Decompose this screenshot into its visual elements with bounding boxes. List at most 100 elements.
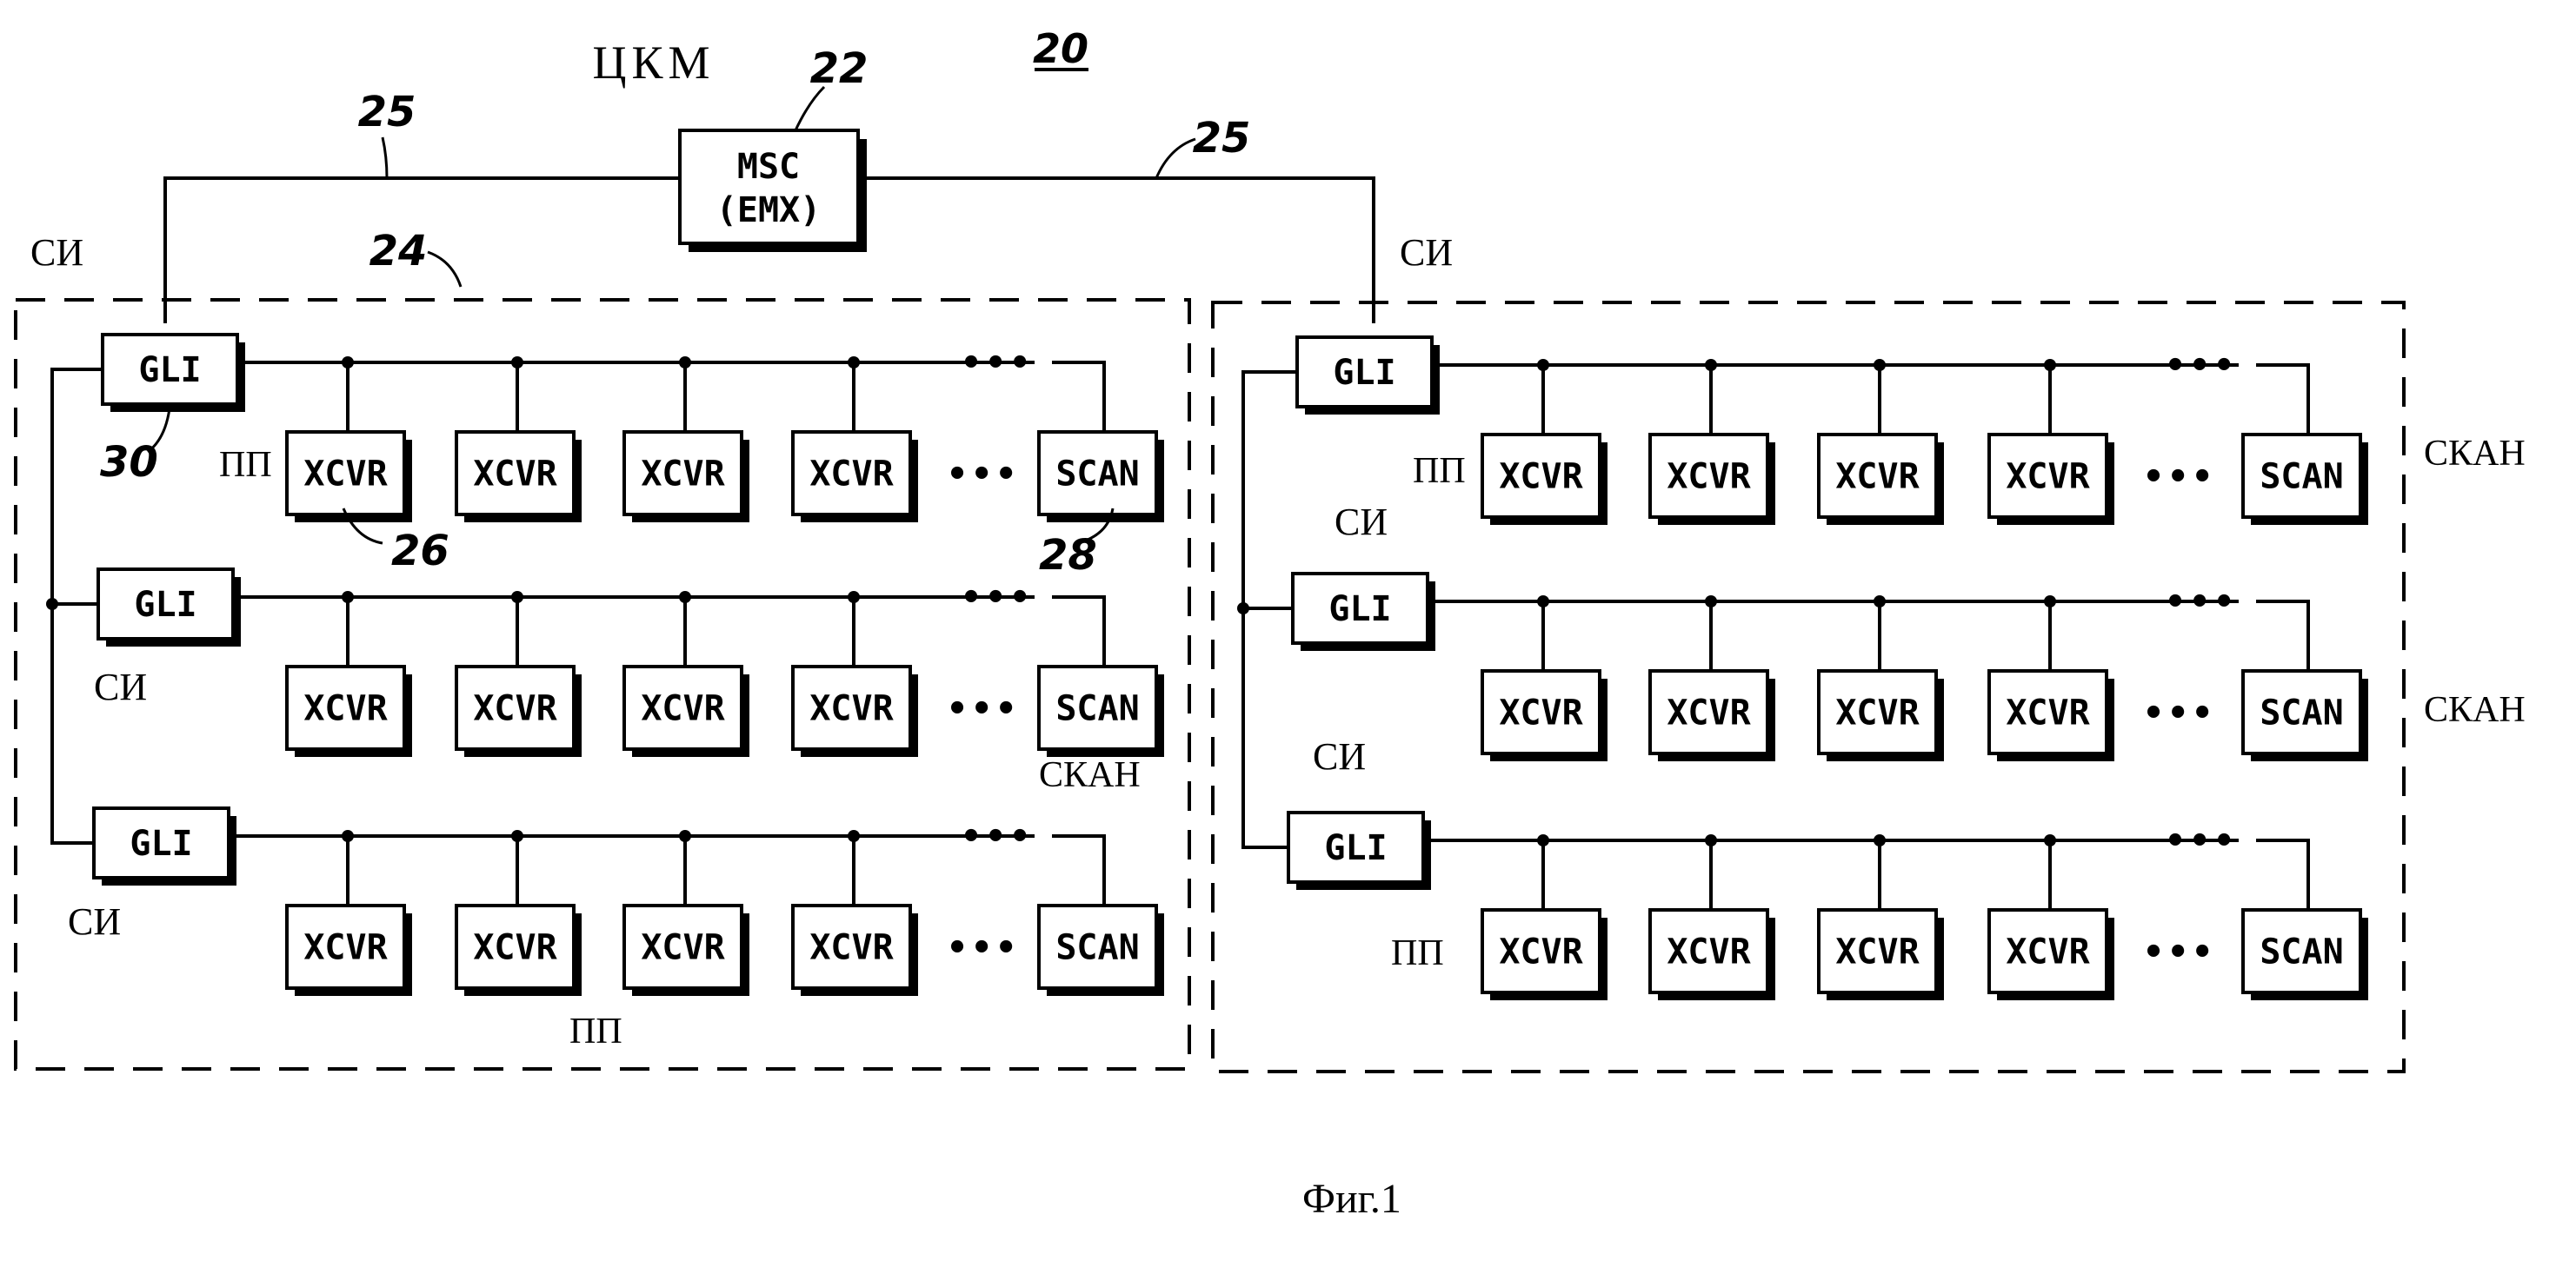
bus-end-right-2 [2256,601,2308,671]
ref-xcvr: 26 [391,527,449,575]
tap-left-2-3 [679,591,691,603]
link-ref-right: 25 [1193,114,1251,163]
xcvr-left-3-2-label: XCVR [473,928,557,968]
tap-left-2-1 [342,591,354,603]
msc-sublabel: (EMX) [716,190,821,230]
rows-layer: GLI ••• XCVR XCVR XCVR XCVR ••• SCAN GLI ••• XCVR X… [46,335,2526,1052]
xcvr-right-3-2-label: XCVR [1667,932,1751,972]
row-dots-left-1: ••• [947,455,1020,494]
scan-right-3-label: SCAN [2260,932,2343,972]
bus-end-right-1 [2256,365,2308,435]
center-ref-leader [795,87,824,130]
xcvr-right-2-2-label: XCVR [1667,694,1751,733]
scan-left-3-label: SCAN [1055,928,1139,968]
bus-end-right-3 [2256,840,2308,910]
xcvr-left-1-4-label: XCVR [809,455,894,494]
si-label-right-2: СИ [1335,501,1388,543]
tap-right-3-3 [1874,834,1886,846]
tap-left-2-2 [511,591,523,603]
figure-caption: Фиг.1 [1302,1176,1401,1222]
tap-left-1-1 [342,356,354,368]
scan-ru-label-right-1: СКАН [2424,434,2526,474]
scan-left-1-label: SCAN [1055,455,1139,494]
tap-right-3-1 [1537,834,1549,846]
trunk-left [52,369,103,843]
msc-box: MSC (EMX) [680,130,867,252]
xcvr-right-1-2-label: XCVR [1667,457,1751,497]
xcvr-right-3-1-label: XCVR [1499,932,1583,972]
tap-right-3-2 [1705,834,1717,846]
gli-left-2-label: GLI [134,585,196,625]
bus-dots-left-1: ••• [961,343,1034,383]
xcvr-right-3-4-label: XCVR [2006,932,2090,972]
xcvr-right-2-4-label: XCVR [2006,694,2090,733]
xcvr-left-2-3-label: XCVR [641,689,725,729]
tap-left-3-4 [848,830,860,842]
center-label: ЦКМ [592,37,715,89]
xcvr-left-2-2-label: XCVR [473,689,557,729]
tap-right-1-4 [2044,359,2056,371]
row-dots-right-2: ••• [2143,694,2216,733]
center-ref: 22 [810,44,869,93]
xcvr-right-2-3-label: XCVR [1835,694,1920,733]
tap-right-1-1 [1537,359,1549,371]
trunk-junction-left [46,598,58,610]
pp-label-left-3: ПП [569,1012,622,1052]
xcvr-left-1-3-label: XCVR [641,455,725,494]
gli-right-1-label: GLI [1333,353,1395,393]
link-ref-left: 25 [358,88,416,136]
bus-end-left-1 [1052,362,1104,432]
trunk-junction-right [1237,602,1249,614]
xcvr-left-3-4-label: XCVR [809,928,894,968]
tap-right-3-4 [2044,834,2056,846]
tap-right-2-4 [2044,595,2056,607]
figure-number: 20 [1033,25,1088,72]
xcvr-right-1-3-label: XCVR [1835,457,1920,497]
row-dots-right-1: ••• [2143,457,2216,497]
link-ref-left-leader [383,137,387,178]
xcvr-left-2-1-label: XCVR [303,689,388,729]
pp-label-right-1: ПП [1413,451,1466,491]
scan-right-1-label: SCAN [2260,457,2343,497]
tap-left-3-3 [679,830,691,842]
tap-left-1-4 [848,356,860,368]
bus-dots-right-2: ••• [2165,582,2238,622]
xcvr-right-2-1-label: XCVR [1499,694,1583,733]
scan-ru-label-right-2: СКАН [2424,690,2526,730]
group-ref-leader [428,252,461,287]
si-label-left-3: СИ [68,900,121,943]
xcvr-left-1-1-label: XCVR [303,455,388,494]
tap-right-2-1 [1537,595,1549,607]
scan-right-2-label: SCAN [2260,694,2343,733]
xcvr-right-1-1-label: XCVR [1499,457,1583,497]
bus-dots-left-2: ••• [961,578,1034,618]
row-dots-left-2: ••• [947,689,1020,729]
xcvr-left-3-3-label: XCVR [641,928,725,968]
msc-label: MSC [737,147,800,187]
tap-left-1-3 [679,356,691,368]
group-ref: 24 [369,227,428,275]
tap-right-2-3 [1874,595,1886,607]
si-label-top-left: СИ [30,231,83,274]
xcvr-right-3-3-label: XCVR [1835,932,1920,972]
bus-dots-right-1: ••• [2165,346,2238,386]
xcvr-right-1-4-label: XCVR [2006,457,2090,497]
bus-end-left-3 [1052,836,1104,906]
xcvr-left-2-4-label: XCVR [809,689,894,729]
scan-ru-label-left-2: СКАН [1039,755,1141,795]
xcvr-left-1-2-label: XCVR [473,455,557,494]
tap-left-2-4 [848,591,860,603]
xcvr-left-3-1-label: XCVR [303,928,388,968]
gli-left-1-label: GLI [138,350,201,390]
pp-label-right-3: ПП [1391,933,1444,973]
row-dots-left-3: ••• [947,928,1020,968]
tap-left-3-2 [511,830,523,842]
si-label-right-3: СИ [1313,735,1366,778]
bus-dots-right-3: ••• [2165,821,2238,861]
tap-right-1-3 [1874,359,1886,371]
gli-right-2-label: GLI [1328,589,1391,629]
row-dots-right-3: ••• [2143,932,2216,972]
ref-gli: 30 [100,438,158,487]
bus-end-left-2 [1052,597,1104,667]
